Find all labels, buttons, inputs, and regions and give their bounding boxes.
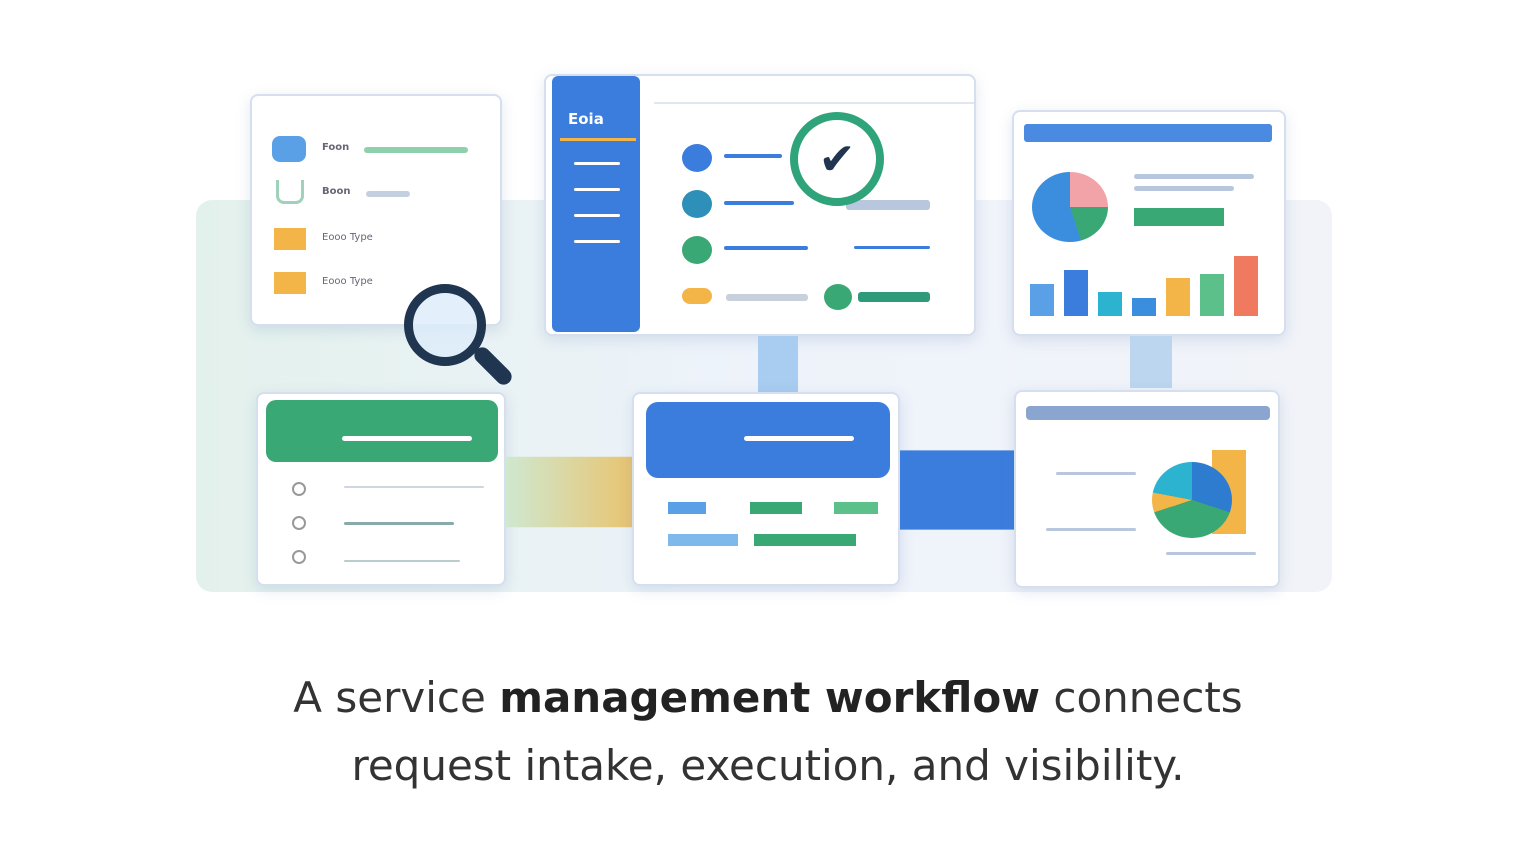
- status-dot: [682, 190, 712, 218]
- execution-card: [632, 392, 900, 586]
- sidebar: Eoia: [552, 76, 640, 332]
- row-label: Boon: [322, 186, 351, 197]
- row-bar: [366, 191, 410, 197]
- pie-chart-icon: [1032, 172, 1108, 242]
- monitor-window: Eoia: [544, 74, 976, 336]
- sidebar-label: Eoia: [568, 110, 604, 128]
- checkmark-badge-icon: ✔: [790, 112, 884, 206]
- row-label: Eooo Type: [322, 276, 373, 287]
- caption: A service management workflow connects: [293, 673, 1243, 722]
- folder-icon: [274, 228, 306, 250]
- visibility-card: [1014, 390, 1280, 588]
- folder-icon: [274, 272, 306, 294]
- row-label: Foon: [322, 142, 350, 153]
- status-dot: [682, 144, 712, 172]
- bar-chart: [1030, 252, 1270, 316]
- check-icon: [276, 180, 304, 204]
- analytics-card: [1012, 110, 1286, 336]
- pen-icon: [272, 136, 306, 162]
- request-card: [256, 392, 506, 586]
- row-bar: [364, 147, 468, 153]
- row-label: Eooo Type: [322, 232, 373, 243]
- pie-chart-icon: [1152, 462, 1232, 538]
- status-dot: [682, 236, 712, 264]
- caption-emphasis: management workflow: [499, 673, 1041, 722]
- caption-line-2: request intake, execution, and visibilit…: [351, 741, 1185, 790]
- magnifier-icon: [404, 284, 486, 366]
